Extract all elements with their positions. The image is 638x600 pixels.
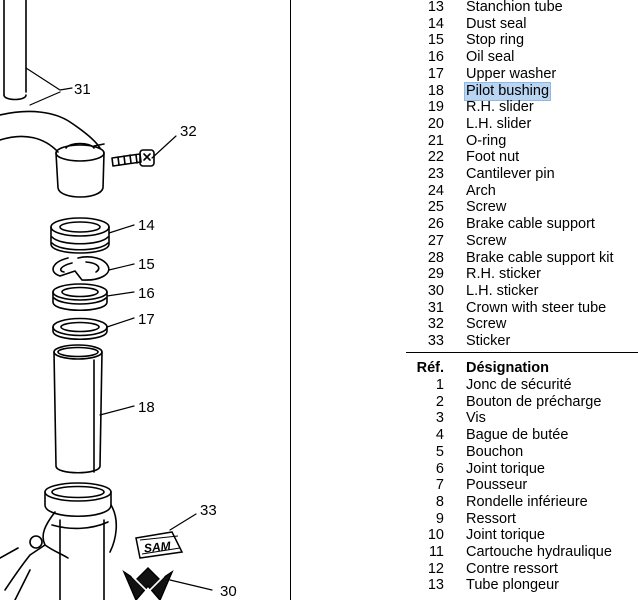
item-ref: 13 (427, 0, 444, 15)
item-ref: 20 (427, 115, 444, 132)
item-name[interactable]: Crown with steer tube (466, 299, 607, 316)
item-ref: 6 (435, 460, 444, 477)
callout-32: 32 (180, 123, 197, 140)
item-ref: 27 (427, 232, 444, 249)
item-name[interactable]: Screw (466, 316, 507, 333)
callout-18: 18 (138, 399, 155, 416)
sticker-33-part: SAM (135, 531, 184, 559)
item-name[interactable]: L.H. sticker (466, 282, 539, 299)
item-name[interactable]: Joint torique (466, 527, 545, 544)
item-name[interactable]: Arch (466, 182, 496, 199)
dust-seal-14-part (50, 217, 110, 254)
item-name[interactable]: Upper washer (466, 65, 557, 82)
item-ref: 18 (427, 82, 444, 99)
item-ref: 12 (427, 560, 444, 577)
item-ref: 10 (427, 527, 444, 544)
sticker-30-part (122, 566, 174, 600)
item-name[interactable]: Bague de butée (466, 427, 569, 444)
item-ref: 31 (427, 299, 444, 316)
item-ref: 17 (427, 65, 444, 82)
item-name[interactable]: Bouton de précharge (466, 393, 602, 410)
crown-part (0, 110, 105, 198)
item-name[interactable]: Stop ring (466, 32, 525, 49)
item-name[interactable]: Pousseur (466, 477, 528, 494)
header-designation: Désignation (466, 360, 549, 376)
item-ref: 32 (427, 316, 444, 333)
item-name[interactable]: Foot nut (466, 149, 520, 166)
item-ref: 1 (435, 377, 444, 393)
item-ref: 14 (427, 15, 444, 32)
steer-tube-part (3, 0, 27, 101)
item-ref: 19 (427, 99, 444, 116)
callout-14: 14 (138, 217, 155, 234)
item-name[interactable]: R.H. slider (466, 99, 534, 116)
item-name[interactable]: O-ring (466, 132, 507, 149)
header-ref: Réf. (416, 360, 444, 376)
item-ref: 29 (427, 266, 444, 283)
item-name[interactable]: Oil seal (466, 49, 515, 66)
item-name[interactable]: Screw (466, 199, 507, 216)
item-name[interactable]: Vis (466, 410, 486, 427)
item-name[interactable]: Brake cable support kit (466, 249, 614, 266)
item-ref: 2 (435, 393, 444, 410)
item-ref: 3 (435, 410, 444, 427)
callout-31: 31 (74, 81, 91, 98)
item-ref: 5 (435, 443, 444, 460)
item-ref: 7 (435, 477, 444, 494)
callout-30: 30 (220, 583, 237, 600)
item-name[interactable]: Ressort (466, 510, 516, 527)
item-ref: 13 (427, 577, 444, 594)
item-ref: 28 (427, 249, 444, 266)
slider-part (0, 482, 118, 600)
sticker-logo-text: SAM (143, 539, 172, 556)
column-divider (290, 0, 291, 600)
item-ref: 4 (435, 427, 444, 444)
callout-15: 15 (138, 256, 155, 273)
item-name[interactable]: Bouchon (466, 443, 524, 460)
item-name[interactable]: Cartouche hydraulique (466, 544, 612, 560)
item-name[interactable]: Stanchion tube (466, 0, 563, 15)
item-name[interactable]: L.H. slider (466, 115, 532, 132)
item-ref: 16 (427, 49, 444, 66)
screw-32-part (111, 149, 155, 167)
callout-33: 33 (200, 502, 217, 519)
item-ref: 30 (427, 282, 444, 299)
item-name[interactable]: Dust seal (466, 15, 527, 32)
item-ref: 23 (427, 166, 444, 182)
item-name[interactable]: R.H. sticker (466, 266, 541, 283)
leader-lines (25, 67, 213, 591)
callout-16: 16 (138, 285, 155, 302)
item-name[interactable]: Cantilever pin (466, 166, 555, 182)
item-ref: 25 (427, 199, 444, 216)
item-name[interactable]: Screw (466, 232, 507, 249)
callout-17: 17 (138, 311, 155, 328)
item-name[interactable]: Sticker (466, 333, 511, 349)
item-ref: 26 (427, 216, 444, 233)
item-ref: 21 (427, 132, 444, 149)
item-ref: 22 (427, 149, 444, 166)
oil-seal-16-part (52, 283, 108, 311)
item-ref: 15 (427, 32, 444, 49)
stop-ring-15-part (52, 256, 110, 281)
item-ref: 9 (435, 510, 444, 527)
item-ref: 11 (428, 544, 444, 560)
item-name[interactable]: Contre ressort (466, 560, 558, 577)
item-name-selected[interactable]: Pilot bushing (463, 81, 552, 101)
item-name[interactable]: Tube plongeur (466, 577, 559, 594)
item-name[interactable]: Brake cable support (466, 216, 595, 233)
upper-washer-17-part (52, 317, 108, 340)
item-ref: 24 (427, 182, 444, 199)
list-separator-rule (406, 352, 638, 353)
exploded-view-diagram: SAM 31 32 14 15 16 17 18 33 30 (0, 0, 237, 600)
item-ref: 33 (427, 333, 444, 349)
item-ref: 8 (435, 493, 444, 510)
pilot-bushing-18-part (53, 344, 103, 474)
item-name[interactable]: Joint torique (466, 460, 545, 477)
item-name[interactable]: Rondelle inférieure (466, 493, 588, 510)
item-name[interactable]: Jonc de sécurité (466, 377, 572, 393)
